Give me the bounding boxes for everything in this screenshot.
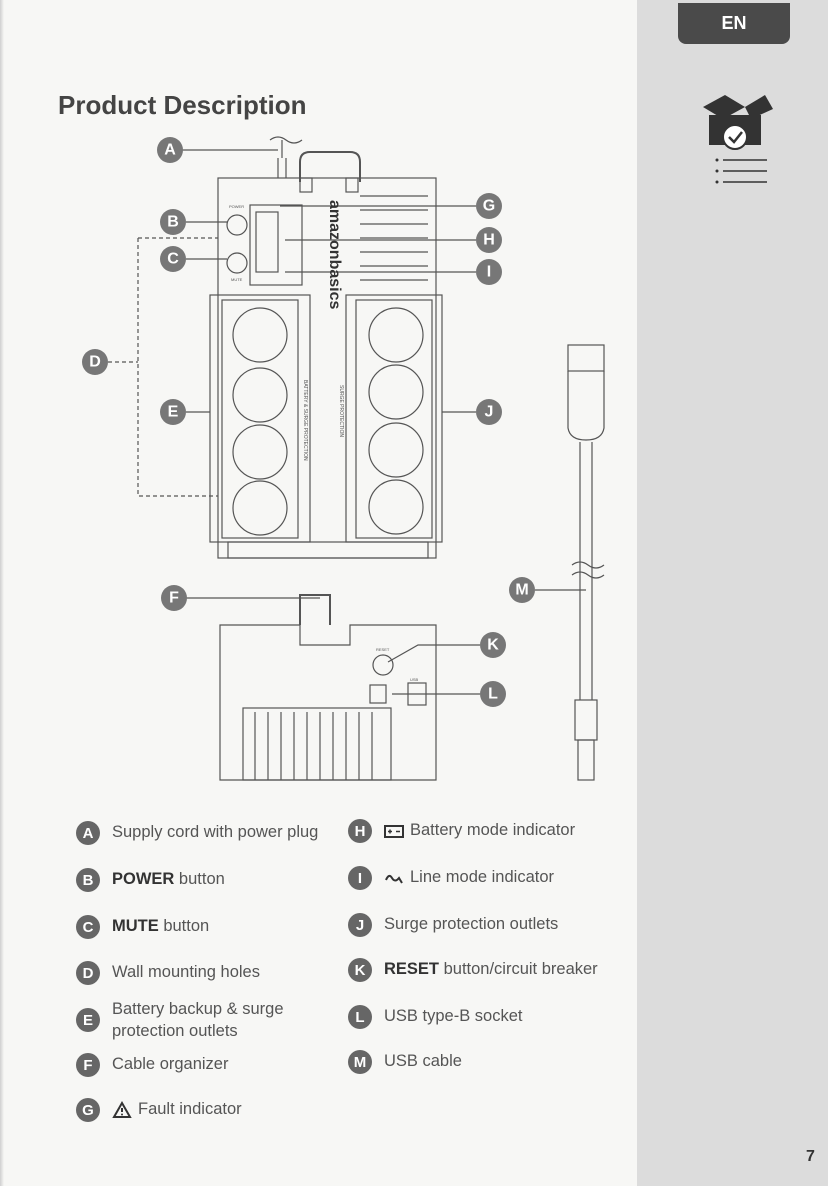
svg-text:F: F bbox=[169, 590, 179, 607]
mute-label: MUTE bbox=[231, 277, 243, 282]
callout-k bbox=[480, 632, 506, 658]
box-checklist-icon bbox=[703, 95, 773, 184]
legend-item-f: F Cable organizer bbox=[76, 1053, 228, 1077]
svg-text:L: L bbox=[488, 686, 498, 703]
legend-item-m: M USB cable bbox=[348, 1050, 462, 1074]
legend-item-a: A Supply cord with power plug bbox=[76, 821, 318, 845]
legend-badge: F bbox=[76, 1053, 100, 1077]
svg-text:D: D bbox=[89, 354, 101, 371]
legend-badge: I bbox=[348, 866, 372, 890]
svg-text:C: C bbox=[167, 251, 179, 268]
language-tab[interactable]: EN bbox=[678, 3, 790, 44]
legend-badge: B bbox=[76, 868, 100, 892]
page-number: 7 bbox=[806, 1148, 815, 1165]
legend-item-h: H Battery mode indicator bbox=[348, 819, 575, 843]
warning-triangle-icon bbox=[112, 1100, 132, 1118]
callout-f bbox=[161, 585, 187, 611]
legend-badge: K bbox=[348, 958, 372, 982]
page-edge bbox=[0, 0, 4, 1186]
callout-c bbox=[160, 246, 186, 272]
callout-g bbox=[476, 193, 502, 219]
page-title: Product Description bbox=[58, 90, 307, 120]
legend-badge: E bbox=[76, 1008, 100, 1032]
svg-text:B: B bbox=[167, 214, 179, 231]
brand-logo: amazonbasics bbox=[326, 200, 343, 309]
usb-label: USB bbox=[410, 677, 419, 682]
legend-badge: M bbox=[348, 1050, 372, 1074]
reset-label: RESET bbox=[376, 647, 390, 652]
legend-item-l: L USB type-B socket bbox=[348, 1005, 522, 1029]
legend-item-e: E Battery backup & surge protection outl… bbox=[76, 998, 316, 1042]
svg-text:J: J bbox=[485, 404, 494, 421]
legend-item-j: J Surge protection outlets bbox=[348, 913, 558, 937]
svg-text:E: E bbox=[168, 404, 179, 421]
legend-item-i: I Line mode indicator bbox=[348, 866, 554, 890]
product-diagram: amazonbasics BATTERY & SURGE PROTECTION … bbox=[82, 136, 605, 781]
callout-m bbox=[509, 577, 535, 603]
legend-badge: G bbox=[76, 1098, 100, 1122]
callout-d bbox=[82, 349, 108, 375]
sidebar bbox=[637, 0, 828, 1186]
legend-badge: A bbox=[76, 821, 100, 845]
outlet-label-right: SURGE PROTECTION bbox=[338, 385, 344, 437]
callout-j bbox=[476, 399, 502, 425]
legend-item-b: B POWER button bbox=[76, 868, 225, 892]
svg-text:M: M bbox=[515, 582, 528, 599]
legend-badge: L bbox=[348, 1005, 372, 1029]
callout-h bbox=[476, 227, 502, 253]
svg-text:G: G bbox=[483, 198, 495, 215]
legend-item-c: C MUTE button bbox=[76, 915, 209, 939]
legend-badge: D bbox=[76, 961, 100, 985]
callout-e bbox=[160, 399, 186, 425]
callout-l bbox=[480, 681, 506, 707]
legend-badge: C bbox=[76, 915, 100, 939]
legend-item-g: G Fault indicator bbox=[76, 1098, 242, 1122]
svg-text:H: H bbox=[483, 232, 495, 249]
legend-item-k: K RESET button/circuit breaker bbox=[348, 958, 598, 982]
svg-text:A: A bbox=[164, 142, 176, 159]
outlet-label-left: BATTERY & SURGE PROTECTION bbox=[302, 380, 308, 461]
legend-badge: H bbox=[348, 819, 372, 843]
power-label: POWER bbox=[229, 204, 244, 209]
callout-a bbox=[157, 137, 183, 163]
line-wave-icon bbox=[385, 874, 403, 884]
legend-item-d: D Wall mounting holes bbox=[76, 961, 260, 985]
battery-icon bbox=[384, 824, 404, 838]
legend-badge: J bbox=[348, 913, 372, 937]
svg-text:I: I bbox=[487, 264, 491, 281]
callout-i bbox=[476, 259, 502, 285]
svg-text:K: K bbox=[487, 637, 499, 654]
callout-b bbox=[160, 209, 186, 235]
